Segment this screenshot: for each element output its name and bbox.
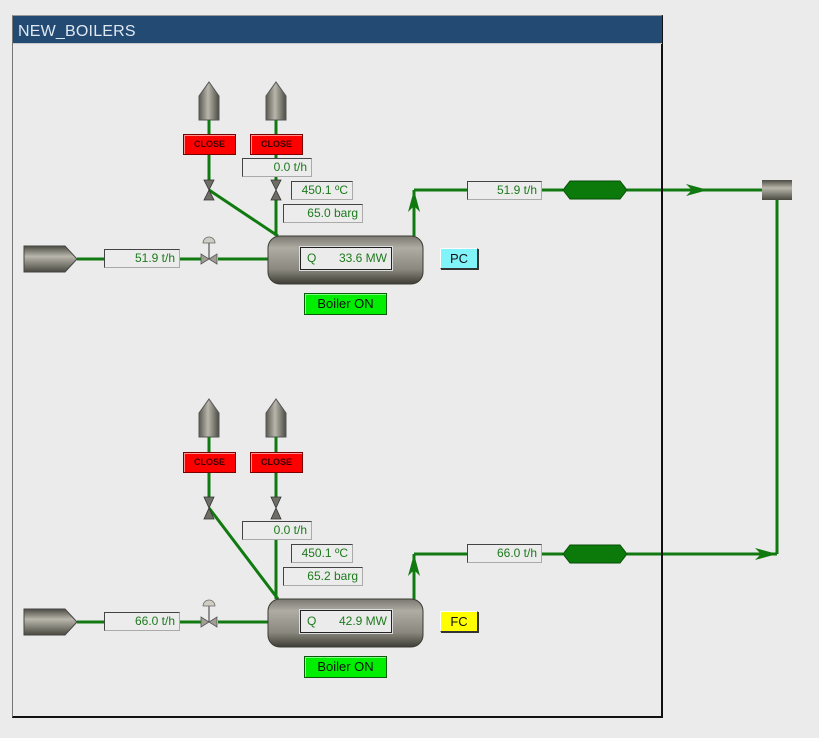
heat-duty-label: Q [307, 251, 317, 265]
fuel-tank-icon [265, 81, 287, 121]
boiler-1-group [23, 81, 792, 554]
panel-title-bar: NEW_BOILERS [13, 16, 662, 44]
steam-header-icon [562, 544, 628, 564]
feedwater-source-icon [23, 608, 78, 636]
flow-arrow-icon [686, 184, 708, 196]
flow-arrow-icon [408, 554, 420, 576]
aux-flow-value: 0.0 t/h [242, 158, 312, 177]
control-valve-icon[interactable] [200, 599, 218, 628]
heat-duty-display: Q 33.6 MW [299, 246, 393, 271]
fuel-valve-close-button[interactable]: CLOSE [183, 452, 236, 473]
fuel-tank-icon [198, 398, 220, 438]
fuel-valve-close-button[interactable]: CLOSE [250, 134, 303, 155]
shutoff-valve-icon[interactable] [203, 496, 215, 520]
boiler-status-button[interactable]: Boiler ON [304, 293, 387, 315]
shutoff-valve-icon[interactable] [270, 496, 282, 520]
shutoff-valve-icon[interactable] [270, 179, 282, 201]
panel-title: NEW_BOILERS [18, 23, 136, 40]
feedwater-source-icon [23, 245, 78, 273]
outlet-flow-value: 51.9 t/h [467, 181, 542, 200]
steam-temperature-value: 450.1 ºC [291, 181, 353, 200]
heat-duty-value: 33.6 MW [338, 251, 387, 265]
steam-consumer-icon [762, 180, 792, 200]
heat-duty-value: 42.9 MW [338, 614, 387, 628]
fuel-valve-close-button[interactable]: CLOSE [250, 452, 303, 473]
flow-arrow-icon [408, 190, 420, 212]
aux-flow-value: 0.0 t/h [242, 521, 312, 540]
inlet-flow-value: 66.0 t/h [104, 612, 180, 631]
pipes [77, 437, 777, 624]
boiler-status-button[interactable]: Boiler ON [304, 656, 387, 678]
steam-pressure-value: 65.2 barg [283, 567, 363, 586]
steam-header-icon [562, 180, 628, 200]
fuel-tank-icon [265, 398, 287, 438]
control-valve-icon[interactable] [200, 236, 218, 265]
inlet-flow-value: 51.9 t/h [104, 249, 180, 268]
control-mode-button[interactable]: PC [440, 248, 478, 269]
control-mode-button[interactable]: FC [440, 611, 478, 632]
heat-duty-label: Q [307, 614, 317, 628]
flow-arrow-icon [755, 548, 777, 560]
outlet-flow-value: 66.0 t/h [467, 544, 542, 563]
fuel-tank-icon [198, 81, 220, 121]
shutoff-valve-icon[interactable] [203, 179, 215, 201]
heat-duty-display: Q 42.9 MW [299, 609, 393, 634]
pipes [77, 120, 779, 554]
steam-temperature-value: 450.1 ºC [291, 544, 353, 563]
steam-pressure-value: 65.0 barg [283, 204, 363, 223]
fuel-valve-close-button[interactable]: CLOSE [183, 134, 236, 155]
boiler-2-group [23, 398, 777, 648]
